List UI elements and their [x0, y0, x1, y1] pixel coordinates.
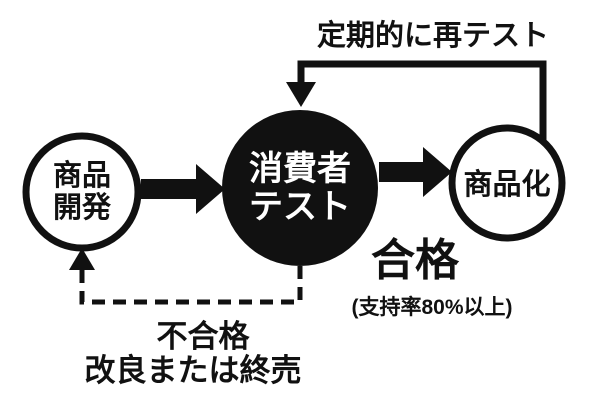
node-consumer-test-circle	[222, 110, 378, 266]
node-commercialization-label: 商品化	[463, 168, 550, 201]
pass-label: 合格	[371, 236, 460, 285]
node-consumer-test-label-line1: 消費者	[249, 150, 351, 188]
node-consumer-test-label-line2: テスト	[249, 188, 351, 226]
node-development-label-line2: 開発	[53, 191, 112, 224]
retest-label: 定期的に再テスト	[317, 18, 549, 52]
fail-arrowhead-up-icon	[69, 248, 95, 270]
pass-note: (支持率80%以上)	[351, 295, 512, 319]
arrow-test-to-commercialization-icon	[379, 147, 452, 197]
fail-action-label: 改良または終売	[85, 353, 302, 388]
node-commercialization-circle	[448, 124, 566, 242]
node-development-circle	[22, 132, 142, 252]
fail-label: 不合格	[157, 319, 251, 354]
arrow-development-to-test-icon	[141, 164, 225, 214]
node-development-label-line1: 商品	[53, 159, 111, 192]
retest-arrowhead-down-icon	[286, 82, 316, 107]
fail-feedback-dashed-line	[79, 266, 303, 305]
retest-connector-line	[297, 60, 547, 145]
